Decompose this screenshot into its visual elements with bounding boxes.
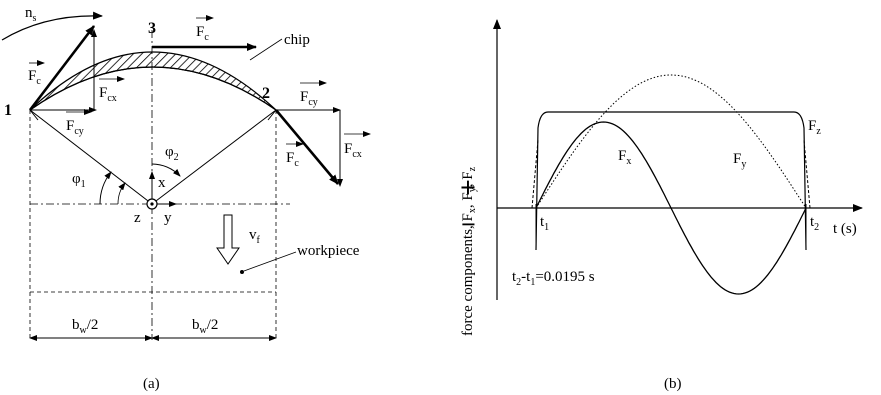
radius-to-point-2 (151, 109, 277, 205)
x-axis-label: x (158, 175, 166, 191)
fz-curve (535, 111, 807, 251)
y-axis-label: y (164, 210, 172, 226)
fy-curve-label: Fy (733, 151, 746, 170)
vf-label: vf (249, 227, 261, 246)
ns-label: ns (25, 5, 37, 24)
bw-left-label: bw/2 (72, 317, 98, 336)
fcy-left-label: Fcy (66, 118, 84, 137)
bw-right-label: bw/2 (192, 317, 218, 336)
panel-a-milling-geometry: ns 1 3 2 chip Fc Fcx Fcy Fc Fcy Fcx Fc (1, 5, 371, 392)
t2-label: t2 (810, 214, 819, 233)
phi2-label: φ2 (165, 144, 179, 163)
fz-start-dashes (531, 139, 811, 209)
fc-right-label: Fc (286, 150, 299, 169)
feed-arrow (216, 214, 240, 265)
x-axis-title: t (s) (833, 221, 857, 237)
fx-curve (535, 121, 807, 295)
z-axis-label: z (134, 210, 141, 226)
panel-a-caption: (a) (143, 376, 160, 392)
tool-tick-right (267, 109, 277, 121)
spindle-rotation-arrow (1, 11, 103, 41)
y-axis-title: force components, Fx, Fy, Fz (460, 166, 478, 336)
fc-top-label: Fc (196, 24, 209, 43)
t1-label: t1 (540, 214, 549, 233)
fx-curve-label: Fx (618, 148, 631, 167)
chip-leader (249, 38, 283, 61)
dashed-edges (29, 110, 277, 340)
workpiece-leader (243, 251, 297, 272)
fcx-right-label: Fcx (344, 141, 362, 160)
point-3-label: 3 (148, 20, 156, 37)
plus-sign: + (460, 173, 476, 204)
z-axis-dot (150, 202, 154, 206)
fc-left-arrow (28, 25, 96, 111)
fcx-left-label: Fcx (99, 85, 117, 104)
panel-b-caption: (b) (664, 376, 682, 392)
minus-sign: − (461, 210, 476, 239)
phi1-arc (99, 171, 112, 205)
duration-label: t2-t1=0.0195 s (512, 269, 595, 288)
chip-label: chip (284, 32, 310, 48)
phi1-inner-arc (117, 182, 126, 205)
cutter-arc (29, 66, 277, 111)
tool-tick-left (29, 109, 39, 121)
fcy-right-label: Fcy (300, 89, 318, 108)
phi1-label: φ1 (72, 171, 86, 190)
workpiece-leader-dot (240, 270, 244, 274)
phi2-arc (151, 163, 181, 177)
point-1-label: 1 (4, 102, 12, 119)
point-2-label: 2 (262, 85, 270, 102)
fy-curve (535, 74, 807, 209)
fc-right-arrow (275, 109, 339, 185)
fc-left-label: Fc (28, 68, 41, 87)
fz-curve-label: Fz (808, 118, 821, 137)
workpiece-label: workpiece (297, 243, 360, 259)
panel-b-force-chart: force components, Fx, Fy, Fz + − Fx Fy F… (460, 19, 863, 392)
radius-to-point-1 (29, 109, 153, 205)
